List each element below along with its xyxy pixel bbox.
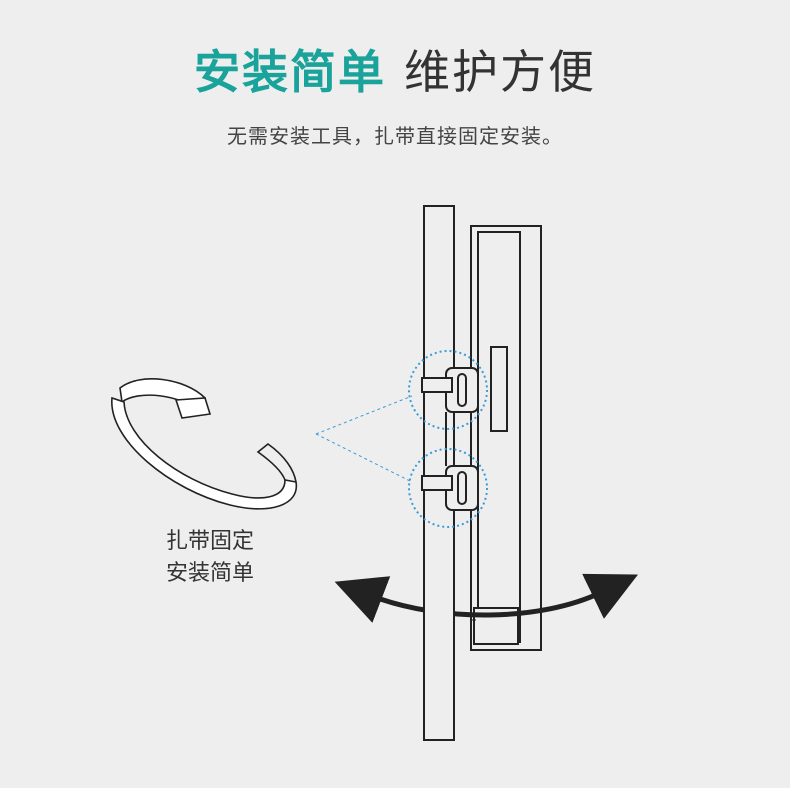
sensor-device [470,225,542,651]
leader-lines [315,395,413,483]
headline: 安装简单维护方便 [0,42,790,102]
strap-label: 扎带固定 安装简单 [150,526,270,590]
strap-label-line2: 安装简单 [165,561,254,586]
strap-label-line1: 扎带固定 [165,529,254,554]
subtitle: 无需安装工具，扎带直接固定安装。 [227,124,563,148]
cable-tie-icon [111,378,298,510]
headline-rest: 维护方便 [404,45,596,99]
headline-accent: 安装简单 [194,45,386,99]
highlight-circle [408,350,488,528]
rotation-arrow [334,573,639,623]
strap-clip [421,367,479,511]
